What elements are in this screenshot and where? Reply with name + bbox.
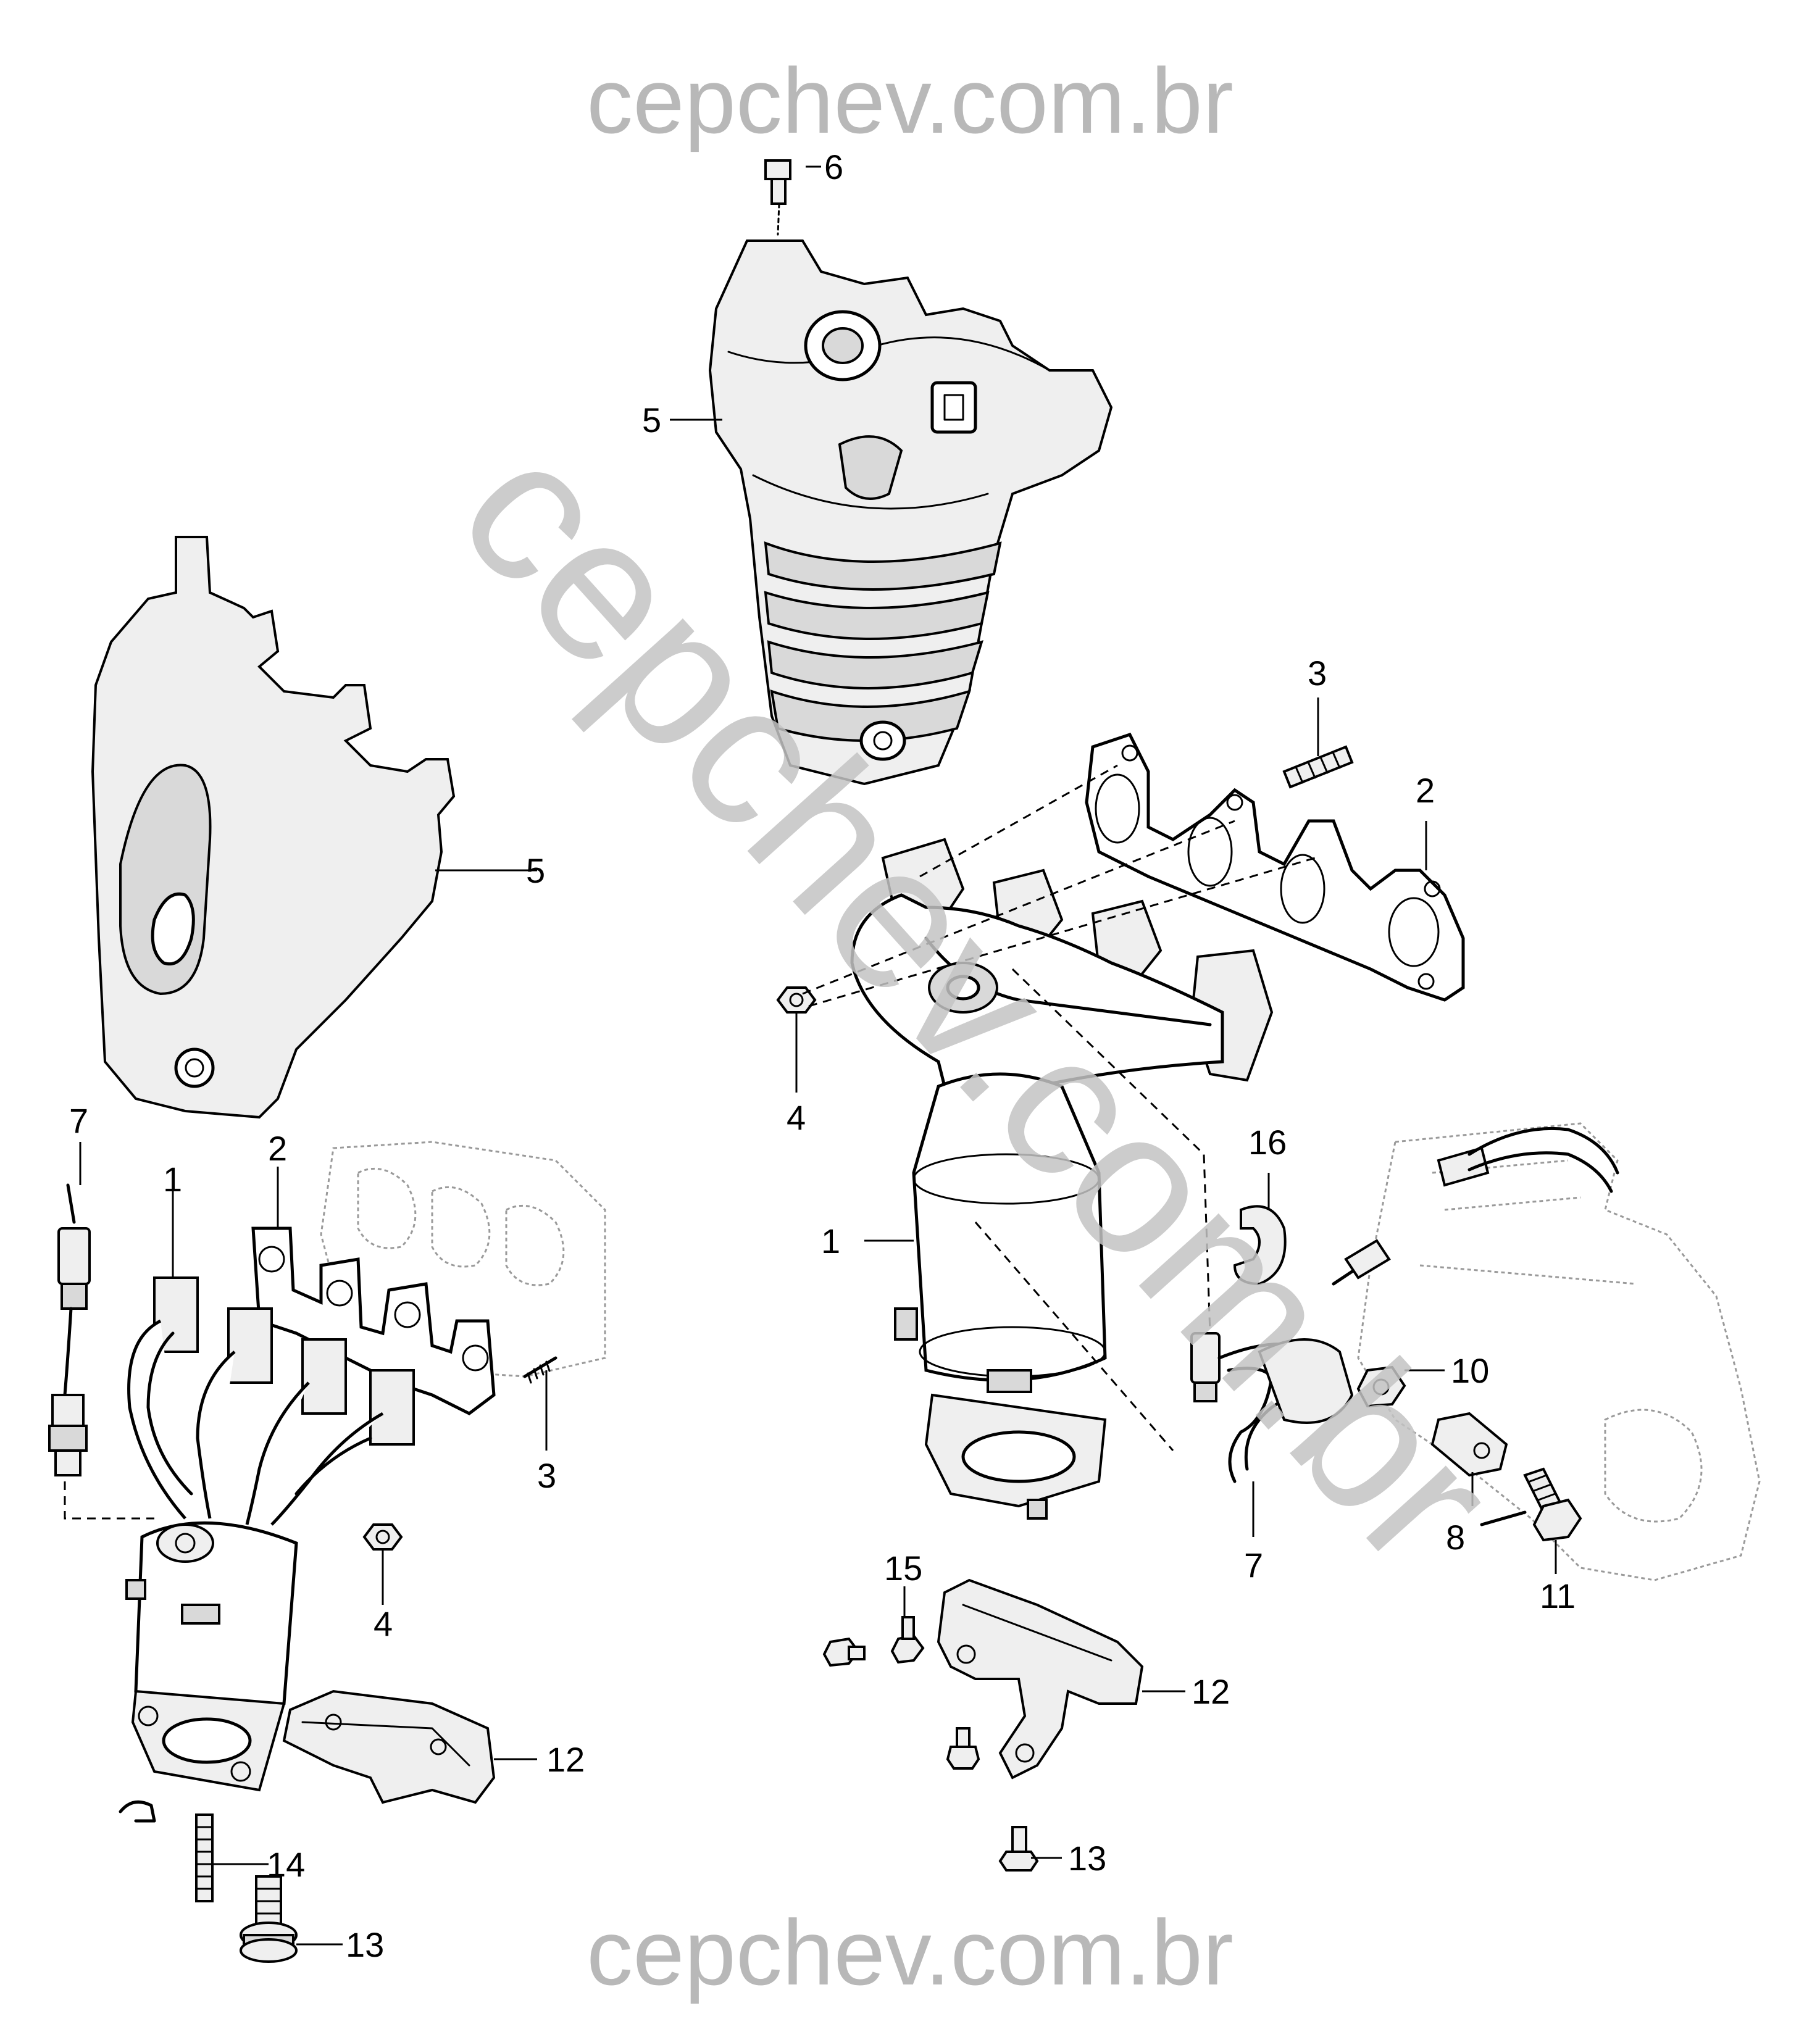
- watermark-top: cepchev.com.br: [586, 49, 1234, 152]
- callout-8-right: 8: [1446, 1518, 1465, 1557]
- stud-right: [1282, 745, 1354, 789]
- callout-12-right: 12: [1192, 1672, 1230, 1711]
- watermark-bottom: cepchev.com.br: [586, 1901, 1234, 2004]
- oxygen-sensor-left: [48, 1183, 91, 1476]
- nut-right: [776, 986, 817, 1014]
- callout-14-left: 14: [267, 1845, 305, 1884]
- callout-4-left: 4: [374, 1604, 393, 1643]
- callout-4-right: 4: [787, 1098, 806, 1137]
- callout-12-left: 12: [546, 1740, 585, 1779]
- callout-2-right: 2: [1416, 771, 1435, 810]
- callout-5-left: 5: [526, 851, 545, 890]
- heat-shield-right: [708, 239, 1113, 786]
- plate-8-right: [1430, 1412, 1527, 1526]
- bolt-left: [240, 1875, 298, 1963]
- heat-shield-left: [91, 536, 456, 1119]
- callout-16-right: 16: [1248, 1123, 1287, 1162]
- callout-15-right: 15: [884, 1549, 922, 1588]
- callout-1-right: 1: [821, 1222, 840, 1260]
- exhaust-manifold-left: [125, 1276, 415, 1792]
- gasket-right: [1085, 732, 1465, 1002]
- nut-10-right: [1356, 1365, 1406, 1408]
- exhaust-manifold-right: [850, 838, 1274, 1520]
- bracket-left: [282, 1689, 496, 1804]
- callout-7-left: 7: [69, 1101, 88, 1140]
- oxygen-sensor-right: [1190, 1332, 1354, 1483]
- clip-right: [1233, 1205, 1287, 1286]
- callout-3-left: 3: [537, 1456, 556, 1495]
- callout-13-right: 13: [1068, 1839, 1106, 1878]
- callout-13-left: 13: [346, 1925, 384, 1964]
- callout-2-left: 2: [268, 1129, 287, 1168]
- bolt-15-right: [822, 1616, 925, 1667]
- bolt-small-right: [946, 1727, 980, 1770]
- callout-7-right: 7: [1244, 1546, 1263, 1584]
- callout-3-right: 3: [1308, 654, 1327, 693]
- callout-labels: 7 1 2 5 3 4 12 14 13 6 5 3 2 1 4 16 10 7…: [69, 148, 1576, 1964]
- stud-left: [523, 1356, 557, 1384]
- bolt-13-right: [998, 1826, 1039, 1872]
- bracket-right: [937, 1578, 1144, 1780]
- stud-14-left: [195, 1813, 214, 1902]
- callout-11-right: 11: [1540, 1576, 1576, 1615]
- leader-lines: [64, 165, 1557, 1946]
- bolt-11-right: [1523, 1467, 1582, 1542]
- bolt-right-6: [764, 159, 791, 236]
- nut-left: [362, 1523, 403, 1551]
- callout-10-right: 10: [1451, 1351, 1489, 1390]
- callout-5-right: 5: [642, 401, 661, 439]
- callout-6-right: 6: [824, 148, 843, 186]
- connector-right: [1332, 1126, 1619, 1286]
- clip-left: [119, 1800, 156, 1823]
- callout-1-left: 1: [163, 1160, 182, 1199]
